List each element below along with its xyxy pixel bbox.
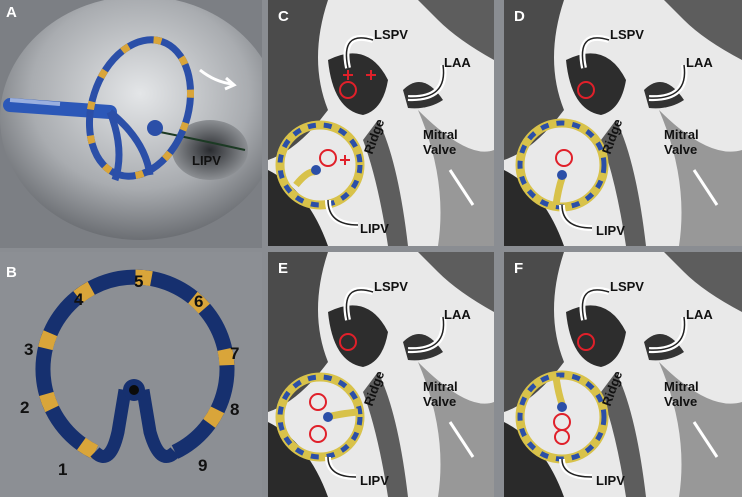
panel-a: A LIPV <box>0 0 262 248</box>
label-lipv: LIPV <box>360 221 389 236</box>
panel-d-illustration <box>504 0 742 246</box>
loop-electrodes <box>85 36 195 180</box>
label-lspv: LSPV <box>610 279 644 294</box>
label-laa: LAA <box>444 55 471 70</box>
electrode-3: 3 <box>24 340 34 359</box>
label-lipv: LIPV <box>596 223 625 238</box>
label-mitral: Mitral <box>664 379 699 394</box>
panel-letter-b: B <box>6 264 17 281</box>
panel-letter-f: F <box>514 260 524 277</box>
panel-d: D LSPV LAA Ridge Mitral Valve LIPV <box>504 0 742 246</box>
panel-letter-e: E <box>278 260 289 277</box>
panel-f-illustration <box>504 252 742 497</box>
panel-e-illustration <box>268 252 494 497</box>
label-laa: LAA <box>686 55 713 70</box>
label-mitral: Mitral <box>423 127 458 142</box>
label-lspv: LSPV <box>610 27 644 42</box>
vein-ostium <box>172 120 248 180</box>
electrode-4: 4 <box>74 290 84 309</box>
electrode-9: 9 <box>198 456 208 475</box>
label-mitral: Mitral <box>423 379 458 394</box>
label-valve: Valve <box>423 142 457 157</box>
electrode-7: 7 <box>230 344 240 363</box>
label-lipv: LIPV <box>596 473 625 488</box>
panel-letter-a: A <box>6 4 17 21</box>
label-mitral: Mitral <box>664 127 699 142</box>
label-lspv: LSPV <box>374 27 408 42</box>
panel-letter-d: D <box>514 8 525 25</box>
vein-chamber <box>0 0 262 240</box>
panel-c-illustration <box>268 0 494 246</box>
panel-c: C LSPV LAA Ridge Mitral Valve LIPV <box>268 0 494 246</box>
panel-e: E LSPV LAA Ridge Mitral Valve LIPV <box>268 252 494 497</box>
label-lipv: LIPV <box>192 153 221 168</box>
label-laa: LAA <box>444 307 471 322</box>
label-lipv: LIPV <box>360 473 389 488</box>
label-lspv: LSPV <box>374 279 408 294</box>
label-valve: Valve <box>664 394 698 409</box>
electrode-1: 1 <box>58 460 68 479</box>
catheter-shaft <box>3 98 117 119</box>
panel-f: F LSPV LAA Ridge Mitral Valve LIPV <box>504 252 742 497</box>
electrode-5: 5 <box>134 272 144 291</box>
panel-b-illustration <box>35 269 235 463</box>
label-laa: LAA <box>686 307 713 322</box>
panel-b: B 1 2 3 4 5 6 7 8 9 <box>0 252 262 497</box>
panel-a-illustration <box>0 0 262 240</box>
electrode-6: 6 <box>194 292 204 311</box>
panel-letter-c: C <box>278 8 289 25</box>
label-valve: Valve <box>423 394 457 409</box>
electrode-2: 2 <box>20 398 30 417</box>
label-valve: Valve <box>664 142 698 157</box>
electrode-8: 8 <box>230 400 240 419</box>
catheter-tip <box>147 120 163 136</box>
loop-electrodes <box>35 269 235 459</box>
